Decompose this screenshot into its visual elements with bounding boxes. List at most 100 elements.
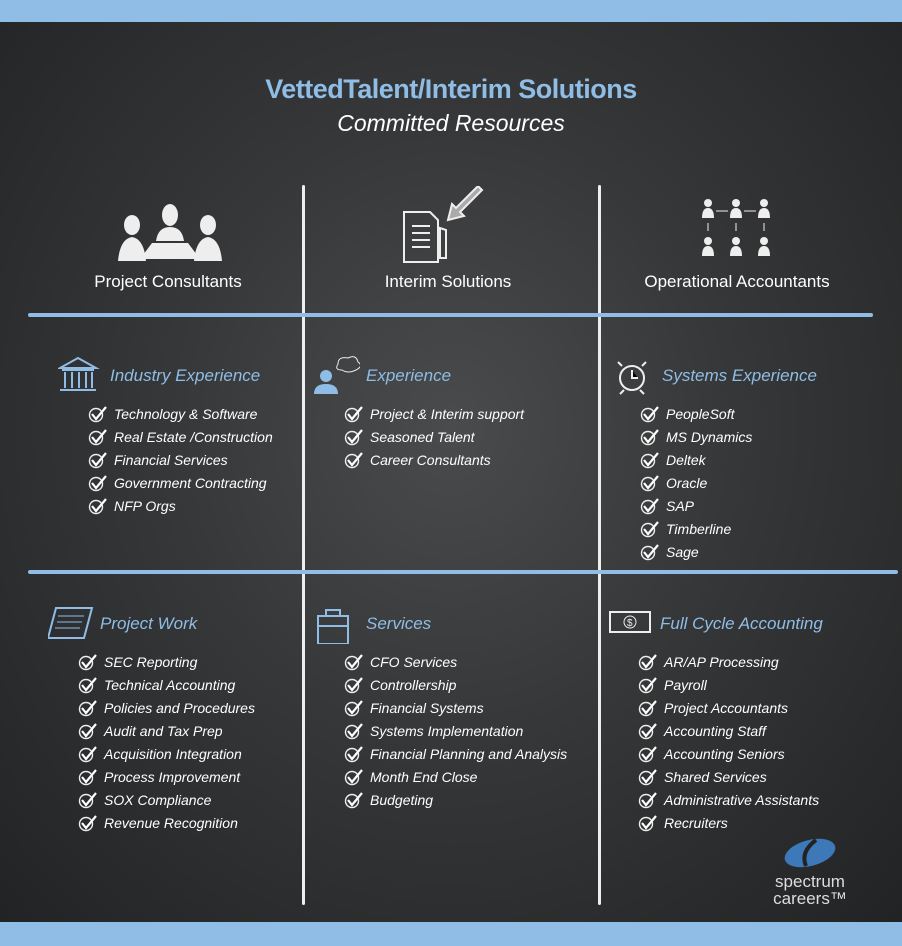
list-item: Systems Implementation: [344, 719, 567, 742]
item-label: Payroll: [664, 676, 707, 693]
checkmark-icon: [640, 520, 659, 537]
item-label: Accounting Seniors: [664, 745, 785, 762]
checkmark-icon: [344, 428, 363, 445]
list-item: SAP: [640, 494, 817, 517]
list-item: Financial Planning and Analysis: [344, 742, 567, 765]
checkmark-icon: [88, 451, 107, 468]
bottom-band: [0, 922, 902, 946]
item-label: AR/AP Processing: [664, 653, 779, 670]
briefcase-icon: [317, 609, 349, 644]
list-item: Career Consultants: [344, 448, 524, 471]
item-label: Audit and Tax Prep: [104, 722, 223, 739]
item-label: Technology & Software: [114, 405, 258, 422]
list-item: Project Accountants: [638, 696, 823, 719]
item-label: CFO Services: [370, 653, 458, 670]
item-label: Timberline: [666, 520, 732, 537]
item-label: Seasoned Talent: [370, 428, 475, 445]
list-item: Project & Interim support: [344, 402, 524, 425]
list-item: Oracle: [640, 471, 817, 494]
checkmark-icon: [640, 428, 659, 445]
item-label: Project Accountants: [664, 699, 788, 716]
checkmark-icon: [78, 768, 97, 785]
item-label: NFP Orgs: [114, 497, 176, 514]
checkmark-icon: [78, 722, 97, 739]
category-title: Services: [366, 614, 432, 633]
item-label: Oracle: [666, 474, 708, 491]
checkmark-icon: [344, 653, 363, 670]
list-item: Seasoned Talent: [344, 425, 524, 448]
list-item: NFP Orgs: [88, 494, 273, 517]
checkmark-icon: [344, 791, 363, 808]
logo-text: spectrum: [775, 872, 845, 891]
checkmark-icon: [638, 814, 657, 831]
list-item: AR/AP Processing: [638, 650, 823, 673]
item-label: Technical Accounting: [104, 676, 236, 693]
bank-icon: [58, 356, 100, 391]
list-item: Acquisition Integration: [78, 742, 255, 765]
list-item: Shared Services: [638, 765, 823, 788]
checkmark-icon: [638, 653, 657, 670]
list-item: Month End Close: [344, 765, 567, 788]
category-title: Experience: [366, 366, 452, 385]
list-item: Accounting Seniors: [638, 742, 823, 765]
category-title: Systems Experience: [662, 366, 817, 385]
checkmark-icon: [88, 405, 107, 422]
column-title: Operational Accountants: [644, 272, 830, 291]
divider-vertical: [302, 185, 305, 905]
item-label: Financial Planning and Analysis: [370, 745, 568, 762]
checkmark-icon: [640, 474, 659, 491]
category-title: Industry Experience: [110, 366, 261, 385]
checkmark-icon: [638, 745, 657, 762]
list-item: Audit and Tax Prep: [78, 719, 255, 742]
alarm-clock-icon: [617, 361, 647, 395]
list-item: Sage: [640, 540, 817, 563]
list-item: Budgeting: [344, 788, 567, 811]
svg-text:$: $: [627, 618, 633, 629]
list-item: Technical Accounting: [78, 673, 255, 696]
checkmark-icon: [78, 814, 97, 831]
item-label: SAP: [666, 497, 695, 514]
item-label: Process Improvement: [104, 768, 241, 785]
checkmark-icon: [638, 676, 657, 693]
item-label: Budgeting: [370, 791, 434, 808]
list-item: Timberline: [640, 517, 817, 540]
list-item: Technology & Software: [88, 402, 273, 425]
list-item: Recruiters: [638, 811, 823, 834]
meeting-people-icon: [118, 204, 222, 261]
list-item: Government Contracting: [88, 471, 273, 494]
list-item: CFO Services: [344, 650, 567, 673]
item-label: Shared Services: [664, 768, 767, 785]
item-label: Real Estate /Construction: [114, 428, 273, 445]
thinking-person-icon: [314, 356, 360, 394]
page-title: VettedTalent/Interim Solutions: [265, 74, 637, 104]
dollar-bill-icon: $: [609, 611, 651, 633]
item-label: Revenue Recognition: [104, 814, 238, 831]
divider-horizontal: [28, 570, 898, 574]
list-item: Deltek: [640, 448, 817, 471]
item-label: Career Consultants: [370, 451, 491, 468]
checkmark-icon: [344, 722, 363, 739]
notepad-icon: [48, 607, 94, 639]
top-band: [0, 0, 902, 22]
spectrum-careers-logo: spectrum careers™: [760, 838, 860, 907]
item-label: Administrative Assistants: [664, 791, 820, 808]
checkmark-icon: [78, 791, 97, 808]
item-label: Acquisition Integration: [104, 745, 242, 762]
list-item: PeopleSoft: [640, 402, 817, 425]
logo-text: careers™: [773, 889, 847, 908]
org-chart-icon: [702, 199, 770, 256]
checkmark-icon: [344, 745, 363, 762]
checkmark-icon: [78, 653, 97, 670]
item-label: Government Contracting: [114, 474, 267, 491]
item-label: Policies and Procedures: [104, 699, 255, 716]
checkmark-icon: [78, 676, 97, 693]
divider-vertical: [598, 185, 601, 905]
checkmark-icon: [88, 497, 107, 514]
checkmark-icon: [344, 768, 363, 785]
list-item: Process Improvement: [78, 765, 255, 788]
divider-horizontal: [28, 313, 873, 317]
checkmark-icon: [638, 699, 657, 716]
